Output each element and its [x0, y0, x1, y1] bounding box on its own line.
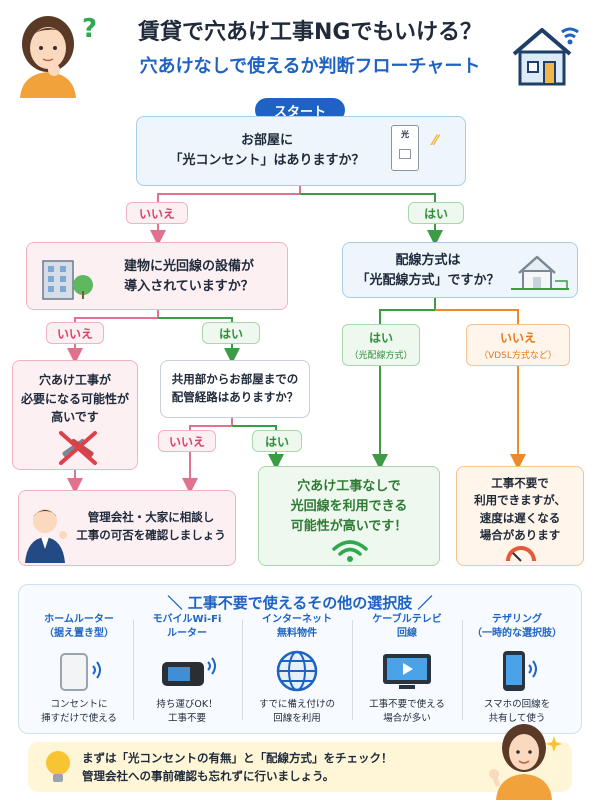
optical-outlet-icon: 光 [391, 125, 419, 171]
q1-text-line1: お部屋に [240, 133, 293, 148]
q1-text-line2: 「光コンセント」はありますか？ [169, 153, 365, 169]
house-wifi-icon [506, 18, 584, 90]
option-tethering: テザリング（一時的な選択肢） スマホの回線を共有して使う [472, 614, 562, 724]
mobile-wifi-icon [162, 657, 216, 686]
question-conduit-route: 共用部からお部屋までの 配管経路はありますか？ [160, 360, 310, 418]
q2-yes-label: はい [202, 322, 260, 344]
q3-no-label: いいえ（VDSL方式など） [466, 324, 570, 366]
globe-icon [276, 650, 318, 692]
tv-icon [383, 654, 431, 689]
q2-no-label: いいえ [46, 322, 104, 344]
question-building-fiber: 建物に光回線の設備が 導入されていますか？ [26, 242, 288, 310]
wifi-icon [331, 539, 369, 563]
page-subtitle: 穴あけなしで使えるか判断フローチャート [139, 56, 481, 77]
tip-banner [28, 742, 572, 792]
option-free-internet-property: インターネット無料物件 すでに備え付けの回線を利用 [258, 614, 336, 724]
businessman-icon [23, 501, 71, 563]
q3-text-line2: 「光配線方式」ですか？ [356, 273, 500, 289]
question-mark-icon: ? [82, 14, 98, 44]
option-home-router: ホームルーター（据え置き型） コンセントに挿すだけで使える [41, 614, 117, 724]
option-divider [462, 620, 463, 720]
lightbulb-icon [42, 748, 74, 786]
speed-gauge-icon [505, 545, 537, 563]
house-icon [509, 251, 571, 293]
question-optical-outlet: お部屋に 「光コンセント」はありますか？ 光 ⁄⁄ [136, 116, 466, 186]
q3-text-line1: 配線方式は [395, 253, 461, 268]
page-title: 賃貸で穴あけ工事NGでもいける？ [137, 20, 483, 45]
tools-crossed-icon [55, 429, 101, 467]
result-vdsl-slow: 工事不要で 利用できますが、 速度は遅くなる 場合があります [456, 466, 584, 566]
woman-pointing-illustration [484, 716, 564, 800]
q1-no-label: いいえ [126, 202, 188, 224]
q2-text-line1: 建物に光回線の設備が [123, 259, 254, 274]
options-title: ＼ 工事不要で使えるその他の選択肢 ／ [167, 594, 433, 612]
option-divider [352, 620, 353, 720]
sparkle-icon: ⁄⁄ [433, 133, 438, 149]
thinking-woman-illustration [10, 8, 90, 98]
home-router-icon [60, 653, 101, 691]
q3-yes-label: はい（光配線方式） [342, 324, 420, 366]
result-consult-manager: 管理会社・大家に相談し 工事の可否を確認しましょう [18, 490, 236, 566]
option-divider [133, 620, 134, 720]
option-cable-tv: ケーブルテレビ回線 工事不要で使える場合が多い [369, 614, 445, 724]
tip-text: まずは「光コンセントの有無」と「配線方式」をチェック！ 管理会社への事前確認も忘… [82, 751, 393, 783]
question-wiring-method: 配線方式は 「光配線方式」ですか？ [342, 242, 578, 298]
smartphone-icon [503, 651, 537, 691]
q2-text-line2: 導入されていますか？ [124, 279, 254, 295]
result-no-drilling-ok: 穴あけ工事なしで 光回線を利用できる 可能性が高いです！ [258, 466, 440, 566]
q1-yes-label: はい [408, 202, 464, 224]
q4-yes-label: はい [252, 430, 302, 452]
building-icon [39, 255, 97, 301]
q4-no-label: いいえ [158, 430, 216, 452]
option-divider [242, 620, 243, 720]
result-drilling-required: 穴あけ工事が 必要になる可能性が 高いです [12, 360, 138, 470]
